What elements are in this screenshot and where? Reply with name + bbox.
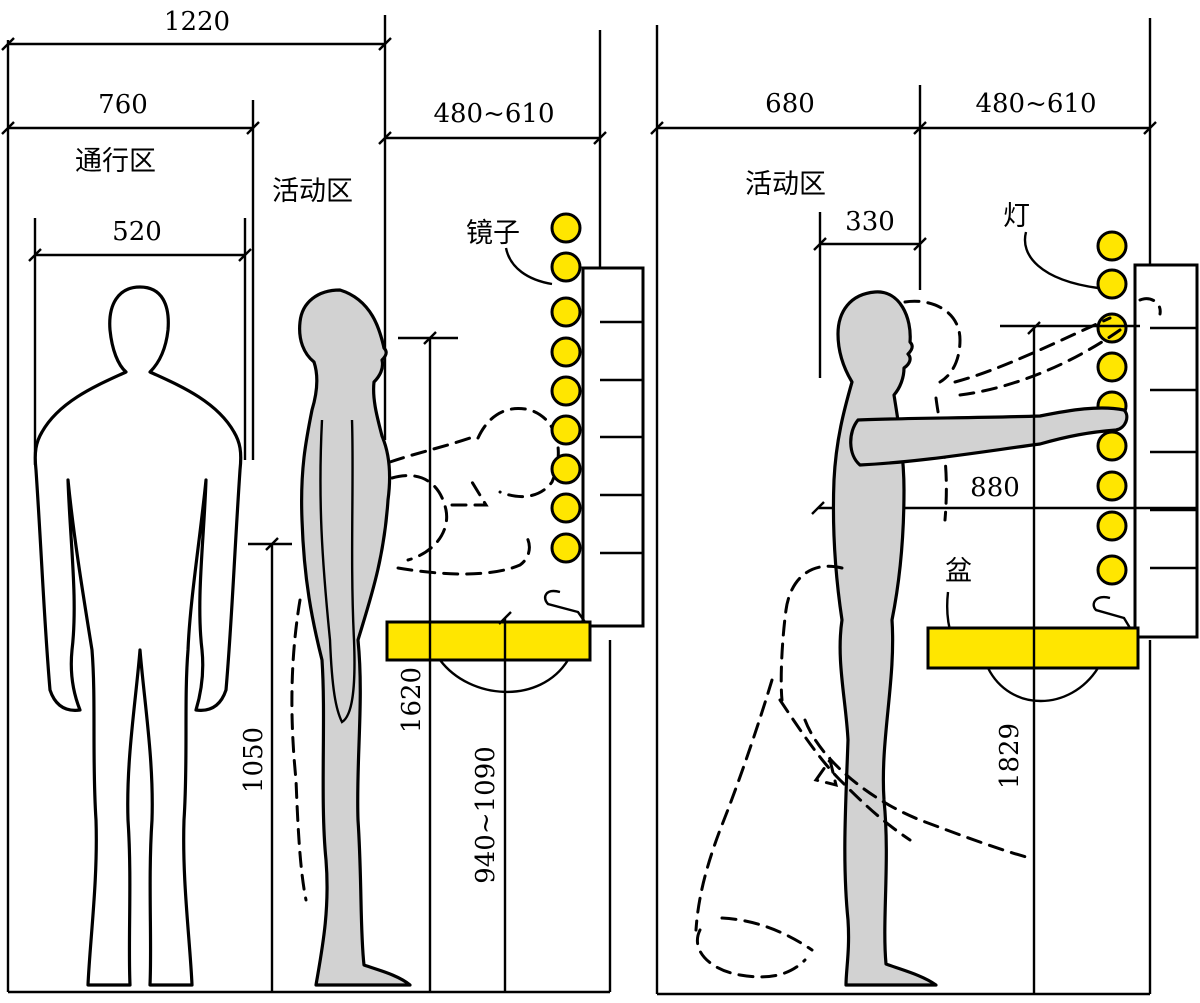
mirror-leader-line <box>504 247 553 286</box>
left-panel: 1220 760 520 480~610 通行区 活动区 镜子 <box>1 7 645 994</box>
dim-activity-width: 680 <box>650 89 927 135</box>
dashed-bend-head <box>476 407 560 499</box>
dim-total-width-text: 1220 <box>164 7 230 37</box>
dashed-bend-leg <box>290 598 308 902</box>
reaching-figure <box>831 290 938 987</box>
lamp-bulb <box>1096 430 1128 462</box>
dim-activity-width-text: 680 <box>765 89 815 119</box>
dim-lean-text: 330 <box>845 207 895 237</box>
dashed-crouch-hand <box>813 756 839 788</box>
dashed-bend-back <box>388 436 472 464</box>
dashed-reach-arm-lower <box>958 328 1122 397</box>
lamp-bulb <box>1096 230 1128 262</box>
dim-eye-height: 1620 <box>397 331 458 992</box>
dashed-reach-head <box>903 299 962 384</box>
lamp-bulb <box>550 212 582 244</box>
dashed-crouch-back <box>779 564 844 702</box>
dim-pass-width: 760 <box>1 90 260 135</box>
dim-basin-height-text: 940~1090 <box>471 746 501 884</box>
dim-counter-depth-left: 480~610 <box>378 99 607 145</box>
dashed-crouch-foot <box>695 928 807 979</box>
lamp-bulb <box>1096 312 1128 344</box>
front-view-figure <box>33 285 243 987</box>
dim-total-width: 1220 <box>1 7 392 51</box>
lamp-bulb <box>1096 510 1128 542</box>
dashed-bend-shoulder <box>390 474 449 562</box>
lamp-bulb <box>1096 351 1128 383</box>
lamp-label: 灯 <box>1003 201 1030 232</box>
activity-zone-label-left: 活动区 <box>272 176 353 207</box>
lamp-bulb <box>1096 268 1128 300</box>
dim-lean: 330 <box>813 207 927 378</box>
dashed-crouch-thigh <box>778 698 912 842</box>
dim-counter-depth-right-text: 480~610 <box>975 89 1096 119</box>
side-view-arm <box>319 419 356 724</box>
mirror-lamps-left <box>550 212 582 564</box>
dim-counter-depth-left-text: 480~610 <box>433 99 554 129</box>
lamp-bulb <box>1096 470 1128 502</box>
dim-pass-width-text: 760 <box>98 90 148 120</box>
lamp-bulb <box>550 532 582 564</box>
lamp-bulb <box>550 375 582 407</box>
dashed-reach-arm-upper <box>953 316 1112 384</box>
basin-bowl-right <box>986 667 1100 703</box>
lamp-bulb <box>550 296 582 328</box>
mirror-cabinet-left <box>581 266 645 628</box>
dashed-reach-hand <box>1138 297 1162 316</box>
dim-body-width: 520 <box>28 217 252 465</box>
mirror-label: 镜子 <box>466 218 520 249</box>
lamp-leader-line <box>1023 231 1099 290</box>
lamp-bulb <box>550 336 582 368</box>
lamp-bulb <box>550 251 582 283</box>
lamp-bulb <box>1096 554 1128 586</box>
dashed-crouch-arm <box>803 718 1032 860</box>
basin-counter-left <box>385 620 592 662</box>
dim-reach-text: 880 <box>970 473 1020 503</box>
faucet-left <box>544 589 586 623</box>
reaching-figure-arm <box>849 406 1129 467</box>
dim-body-width-text: 520 <box>112 217 162 247</box>
lamp-bulb <box>550 414 582 446</box>
dashed-bend-hand <box>450 480 489 507</box>
dim-hand-height-text: 1050 <box>239 727 269 793</box>
lamp-bulb <box>550 492 582 524</box>
dashed-bend-arm <box>396 534 531 576</box>
faucet-right <box>1092 595 1132 629</box>
dim-eye-height-text: 1620 <box>397 667 427 733</box>
dim-hand-height: 1050 <box>239 537 292 992</box>
dashed-crouch-shin <box>720 916 814 952</box>
dim-lamp-height: 1829 <box>995 321 1041 994</box>
dashed-crouch-leg <box>694 678 774 932</box>
dim-lamp-height-text: 1829 <box>995 723 1025 789</box>
lamp-bulb <box>550 453 582 485</box>
basin-label: 盆 <box>945 556 972 587</box>
activity-zone-label-right: 活动区 <box>745 169 826 200</box>
pass-zone-label: 通行区 <box>75 146 156 177</box>
dim-counter-depth-right: 480~610 <box>920 89 1157 135</box>
right-panel: 680 480~610 330 活动区 灯 <box>650 18 1199 996</box>
dim-basin-height: 940~1090 <box>471 611 512 992</box>
